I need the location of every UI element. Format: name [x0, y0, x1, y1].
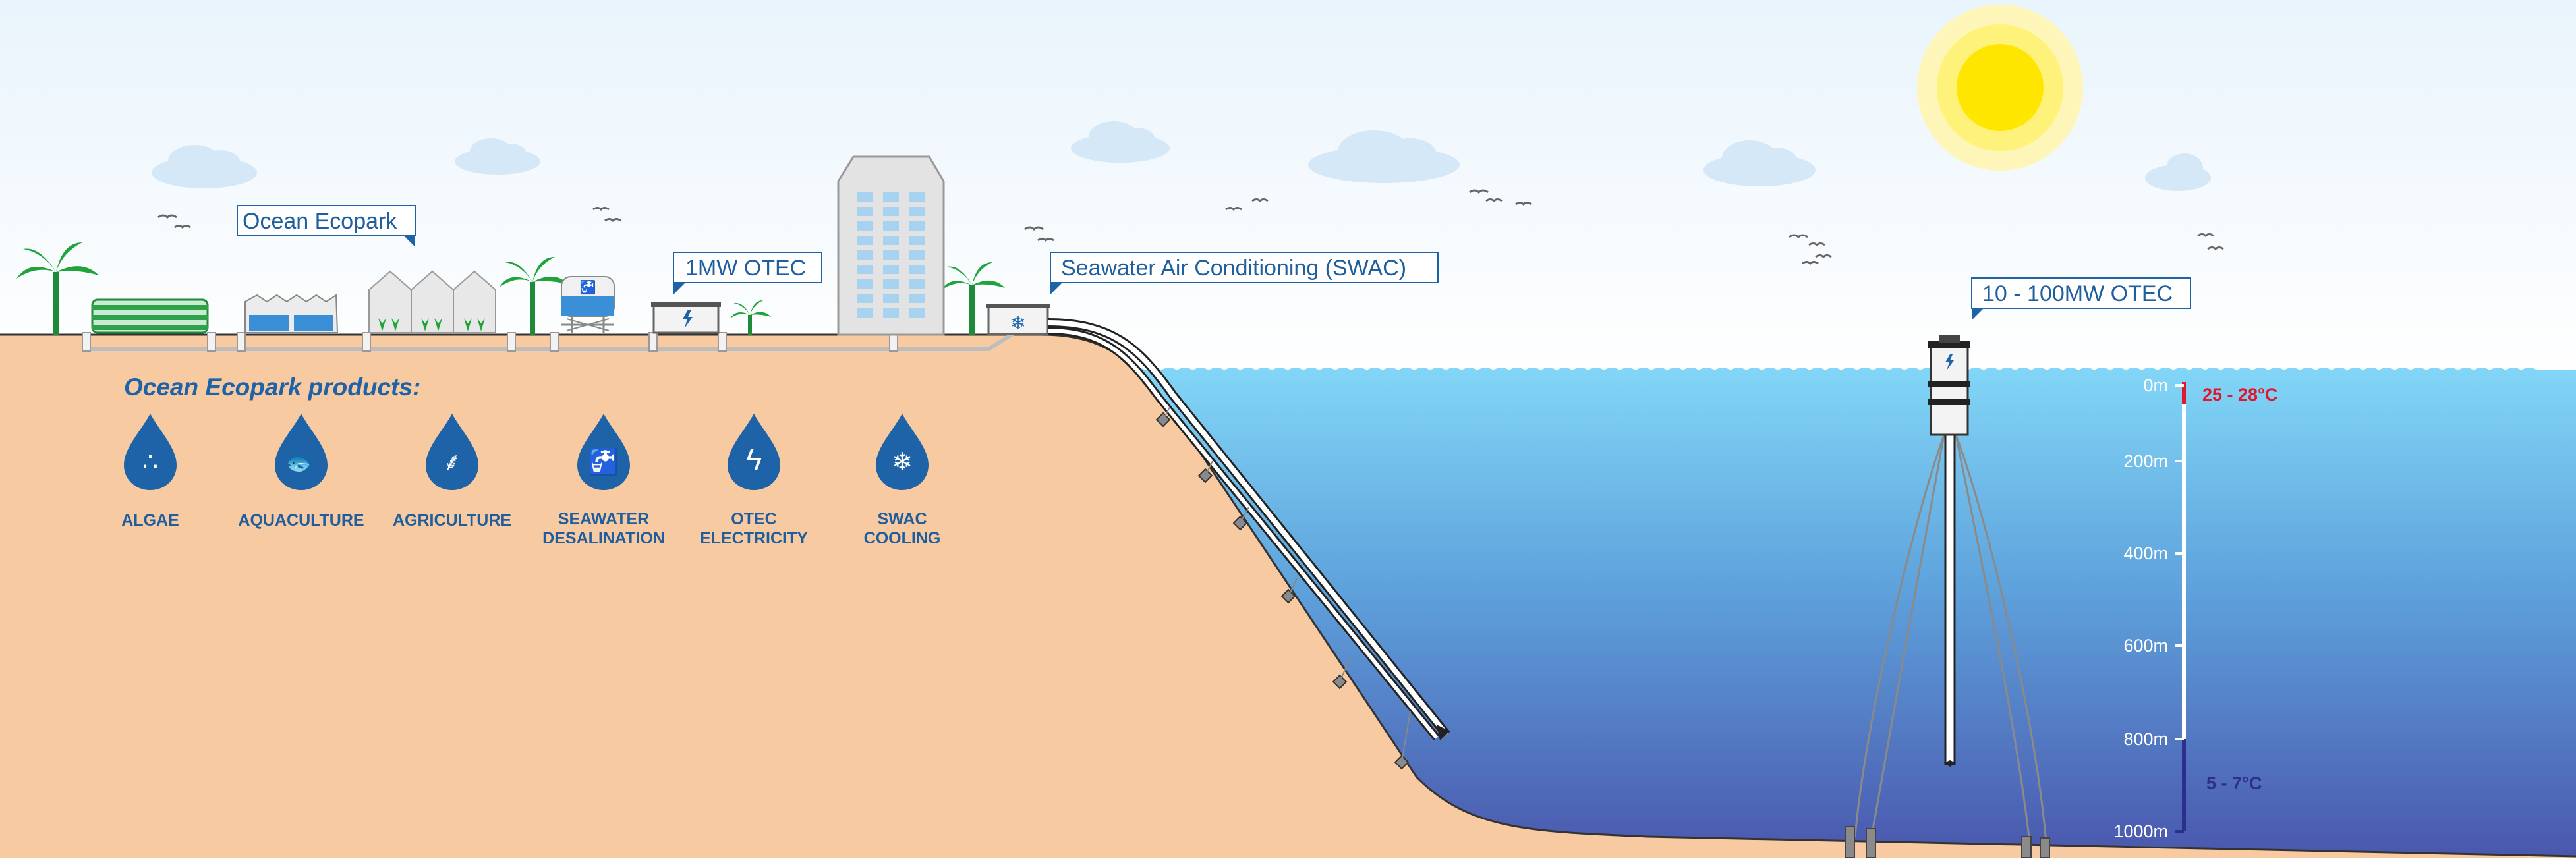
- ocean: [1114, 368, 2576, 858]
- palm-tree: [500, 257, 569, 335]
- callout-large-otec: 10 - 100MW OTEC: [1971, 277, 2191, 320]
- snowflake-icon: ❄: [1010, 313, 1025, 333]
- faucet-icon: 🚰: [588, 447, 619, 476]
- algae-icon: ∴: [142, 449, 158, 476]
- sun: [1917, 5, 2083, 171]
- hotel-window: [883, 192, 899, 202]
- hotel-window: [883, 279, 899, 289]
- lightning-icon: [1945, 354, 1954, 370]
- cloud: [455, 138, 540, 175]
- product-label: ALGAE: [121, 511, 179, 530]
- product-list: ∴ ALGAE 🐟 AQUACULTURE ⸙ AGRICULTURE 🚰 SEAWATERD…: [121, 414, 940, 547]
- hotel-window: [909, 265, 925, 274]
- cloud: [152, 145, 257, 188]
- snowflake-icon: ❄: [892, 449, 913, 476]
- lightning-icon: ϟ: [746, 443, 762, 477]
- algae-photobioreactor: [91, 298, 209, 334]
- hotel-window: [857, 192, 873, 202]
- depth-tick-label: 200m: [2123, 451, 2168, 471]
- product-label: SEAWATER: [558, 510, 649, 528]
- pipe-supports: [82, 332, 898, 352]
- product-label-line2: COOLING: [864, 529, 941, 547]
- product-label-line2: DESALINATION: [542, 529, 665, 547]
- cloud: [1071, 121, 1170, 163]
- faucet-icon: 🚰: [580, 279, 596, 295]
- hotel-window: [857, 207, 873, 216]
- greenhouses: [368, 270, 496, 333]
- otec-1mw-label: 1MW OTEC: [685, 256, 806, 281]
- depth-scale: 0m 200m 400m 600m 800m 1000m 25 - 28°C 5 - 7°…: [2113, 375, 2277, 841]
- hotel-window: [883, 236, 899, 245]
- palm-tree: [16, 242, 99, 335]
- swac-plant: ❄: [986, 304, 1050, 335]
- palm-tree: [730, 300, 771, 335]
- fish-icon: 🐟: [285, 449, 316, 476]
- products-title: Ocean Ecopark products:: [124, 374, 420, 401]
- clouds: [152, 121, 2211, 191]
- wheat-icon: ⸙: [443, 449, 462, 476]
- product-item: 🐟 AQUACULTURE: [238, 414, 364, 530]
- hotel-window: [857, 265, 873, 274]
- hotel-window: [883, 221, 899, 231]
- callout-ocean-ecopark: Ocean Ecopark: [237, 205, 416, 247]
- warm-temperature-label: 25 - 28°C: [2202, 385, 2277, 404]
- lightning-icon: [683, 310, 693, 328]
- palm-tree: [942, 262, 1005, 335]
- callout-swac: Seawater Air Conditioning (SWAC): [1050, 252, 1439, 294]
- hotel-window: [909, 207, 925, 216]
- hotel-window: [909, 221, 925, 231]
- otec-large-label: 10 - 100MW OTEC: [1982, 281, 2173, 306]
- desalination-plant: 🚰: [561, 276, 615, 333]
- hotel-window: [857, 294, 873, 303]
- aquaculture-building: [244, 294, 339, 333]
- product-item: ⸙ AGRICULTURE: [393, 414, 511, 530]
- product-label-line2: ELECTRICITY: [700, 529, 808, 547]
- product-label: OTEC: [731, 510, 776, 528]
- swac-label: Seawater Air Conditioning (SWAC): [1061, 256, 1406, 281]
- cloud: [2145, 153, 2211, 191]
- hotel-window: [857, 250, 873, 260]
- cloud: [1703, 140, 1816, 186]
- hotel-window: [857, 221, 873, 231]
- depth-tick-label: 800m: [2123, 729, 2168, 749]
- depth-tick-label: 0m: [2143, 375, 2168, 395]
- ocean-ecopark-label: Ocean Ecopark: [243, 209, 397, 234]
- hotel-window: [857, 308, 873, 318]
- hotel-tower: [837, 155, 945, 336]
- hotel-window: [857, 279, 873, 289]
- product-label: AQUACULTURE: [238, 511, 364, 530]
- hotel-window: [883, 207, 899, 216]
- hotel-window: [909, 308, 925, 318]
- cloud: [1308, 130, 1460, 183]
- otec-1mw-plant: [651, 302, 721, 334]
- callout-1mw-otec: 1MW OTEC: [673, 252, 822, 294]
- otec-offshore-platform: [1845, 335, 2050, 858]
- swac-pipes: [1047, 318, 1450, 740]
- hotel-window: [883, 250, 899, 260]
- depth-tick-label: 1000m: [2113, 821, 2168, 841]
- hotel-window: [909, 236, 925, 245]
- cold-temperature-label: 5 - 7°C: [2206, 773, 2262, 793]
- product-label: AGRICULTURE: [393, 511, 511, 530]
- hotel-window: [883, 308, 899, 318]
- palm-trees: [16, 242, 1005, 335]
- depth-tick-label: 400m: [2123, 543, 2168, 563]
- product-label: SWAC: [878, 510, 927, 528]
- hotel-window: [909, 192, 925, 202]
- hotel-window: [909, 294, 925, 303]
- hotel-window: [909, 250, 925, 260]
- product-item: ∴ ALGAE: [121, 414, 179, 530]
- birds: [157, 189, 2224, 265]
- depth-tick-label: 600m: [2123, 636, 2168, 655]
- hotel-window: [883, 265, 899, 274]
- hotel-window: [883, 294, 899, 303]
- hotel-window: [857, 236, 873, 245]
- hotel-window: [909, 279, 925, 289]
